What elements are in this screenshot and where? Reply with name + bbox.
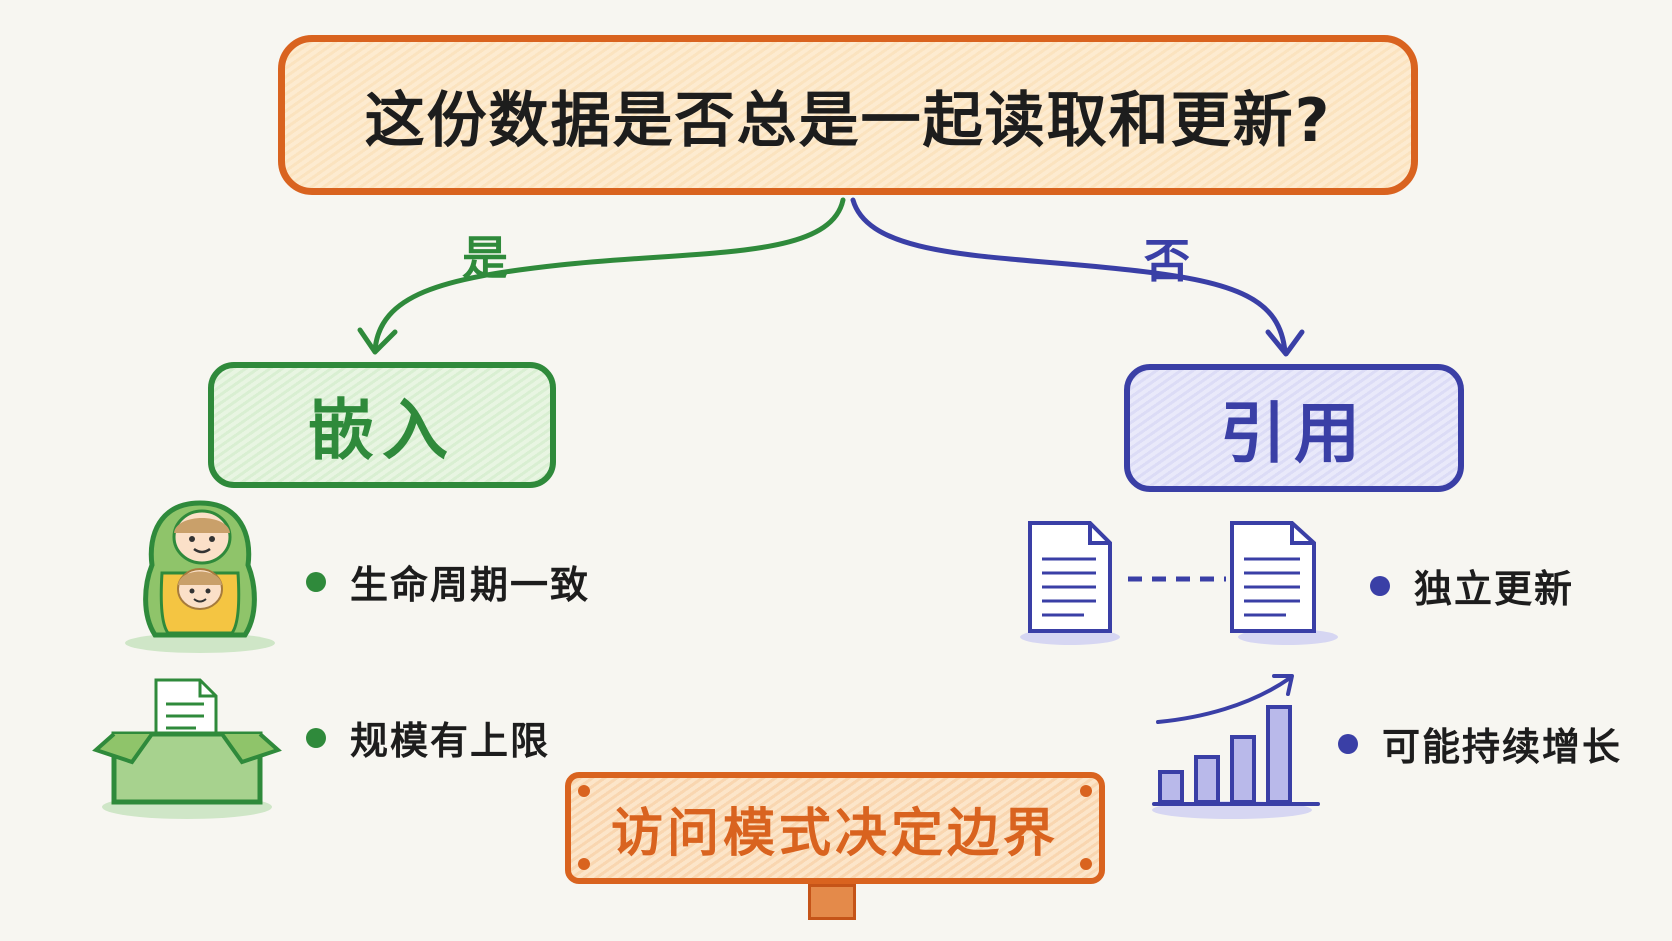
yes-arrow bbox=[372, 197, 846, 353]
sign-rivet bbox=[578, 785, 590, 797]
growth-bar bbox=[1158, 770, 1184, 804]
growth-chart-icon bbox=[1152, 674, 1320, 819]
sign-rivet bbox=[1080, 785, 1092, 797]
conclusion-sign: 访问模式决定边界 bbox=[565, 772, 1105, 884]
yes-arrowhead bbox=[357, 327, 398, 355]
bullet-dot bbox=[1370, 575, 1390, 596]
embed-point-bounded-size: 规模有上限 bbox=[306, 710, 550, 765]
sign-rivet bbox=[578, 858, 590, 870]
growth-bar bbox=[1230, 735, 1256, 804]
bullet-dot bbox=[1338, 733, 1358, 754]
embed-point-lifecycle: 生命周期一致 bbox=[306, 554, 590, 609]
box-with-document-icon bbox=[92, 678, 282, 819]
reference-point-independent-update: 独立更新 bbox=[1370, 558, 1574, 613]
growth-bar bbox=[1194, 755, 1220, 804]
bullet-text: 可能持续增长 bbox=[1382, 725, 1623, 769]
yes-label: 是 bbox=[462, 231, 508, 285]
nesting-doll-icon bbox=[125, 500, 275, 653]
bullet-text: 生命周期一致 bbox=[350, 563, 591, 607]
sign-rivet bbox=[1080, 858, 1092, 870]
bullet-dot bbox=[306, 571, 326, 592]
question-box: 这份数据是否总是一起读取和更新? bbox=[278, 35, 1418, 195]
sign-post bbox=[808, 884, 856, 920]
bullet-text: 独立更新 bbox=[1414, 567, 1575, 611]
bullet-text: 规模有上限 bbox=[350, 719, 551, 763]
bullet-dot bbox=[306, 727, 326, 748]
no-arrow bbox=[850, 197, 1288, 355]
reference-node: 引用 bbox=[1124, 364, 1464, 492]
growth-bar bbox=[1266, 705, 1292, 804]
embed-node: 嵌入 bbox=[208, 362, 556, 488]
reference-point-may-grow: 可能持续增长 bbox=[1338, 716, 1622, 771]
no-arrowhead bbox=[1265, 329, 1305, 357]
no-label: 否 bbox=[1144, 234, 1190, 288]
question-text: 这份数据是否总是一起读取和更新? bbox=[364, 85, 1332, 156]
linked-documents-icon bbox=[1020, 521, 1338, 645]
